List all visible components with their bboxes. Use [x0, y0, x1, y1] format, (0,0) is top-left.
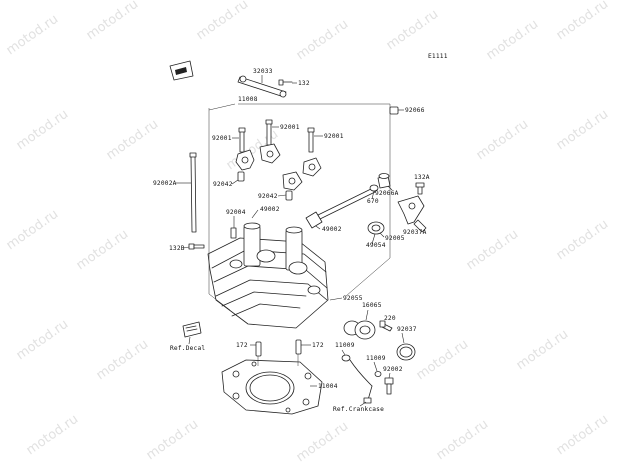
watermark-text: motod.ru [474, 117, 531, 163]
watermark-text: motod.ru [94, 337, 151, 383]
label-670: 670 [367, 198, 379, 205]
label-49054: 49054 [366, 242, 386, 249]
watermark-text: motod.ru [4, 12, 61, 58]
label-11009-b: 11009 [366, 355, 386, 362]
watermark-text: motod.ru [14, 317, 71, 363]
part-132b-bolt [188, 243, 205, 250]
label-92037: 92037 [397, 326, 417, 333]
label-11009-a: 11009 [335, 342, 355, 349]
label-132-top: 132 [298, 80, 310, 87]
watermark-text: motod.ru [294, 419, 351, 465]
watermark-text: motod.ru [514, 327, 571, 373]
label-92001-a: 92001 [212, 135, 232, 142]
label-172-a: 172 [236, 342, 248, 349]
label-92066: 92066 [405, 107, 425, 114]
part-92001-bolts [238, 119, 315, 153]
watermark-text: motod.ru [484, 17, 541, 63]
label-11008: 11008 [238, 96, 258, 103]
part-172-dowels [255, 339, 302, 357]
part-92002a-stud [189, 152, 197, 233]
label-132b: 132B [169, 245, 185, 252]
part-132-bolt [278, 79, 293, 86]
label-32033: 32033 [253, 68, 273, 75]
watermark-text: motod.ru [294, 17, 351, 63]
watermark-text: motod.ru [554, 217, 611, 263]
part-rocker-arms [235, 143, 322, 191]
label-132a: 132A [414, 174, 430, 181]
label-11004: 11004 [318, 383, 338, 390]
part-92037-clamp [396, 343, 416, 361]
part-11004-gasket [221, 359, 323, 415]
watermark-text: motod.ru [104, 117, 161, 163]
label-172-b: 172 [312, 342, 324, 349]
watermark-text: motod.ru [144, 417, 201, 463]
part-92037a-bracket [397, 195, 427, 233]
label-92005: 92005 [385, 235, 405, 242]
label-ref-decal: Ref.Decal [170, 345, 205, 352]
part-92042-shafts [237, 171, 293, 201]
label-49002-a: 49002 [260, 206, 280, 213]
diagram-code: E1111 [428, 53, 448, 60]
label-92042-b: 92042 [258, 193, 278, 200]
watermark-text: motod.ru [434, 417, 491, 463]
watermark-text: motod.ru [4, 207, 61, 253]
part-pushrod [305, 187, 376, 229]
front-direction-icon [169, 60, 194, 81]
label-92002a: 92002A [153, 180, 177, 187]
label-220: 220 [384, 315, 396, 322]
watermark-text: motod.ru [194, 0, 251, 43]
watermark-text: motod.ru [414, 337, 471, 383]
part-49054-cap [367, 221, 385, 235]
label-92042-a: 92042 [213, 181, 233, 188]
label-92055: 92055 [343, 295, 363, 302]
watermark-text: motod.ru [84, 0, 141, 43]
part-cylinder-head [207, 222, 329, 329]
watermark-text: motod.ru [554, 107, 611, 153]
watermark-text: motod.ru [24, 412, 81, 458]
label-92037a: 92037A [403, 229, 427, 236]
part-16065-holder [343, 320, 376, 340]
watermark-text: motod.ru [14, 107, 71, 153]
label-92001-b: 92001 [280, 124, 300, 131]
part-92002-bolt [384, 377, 394, 395]
part-decal [182, 321, 202, 338]
part-92066a-plug [377, 173, 391, 189]
watermark-text: motod.ru [554, 412, 611, 458]
label-92001-c: 92001 [324, 133, 344, 140]
watermark-text: motod.ru [384, 7, 441, 53]
label-92002: 92002 [383, 366, 403, 373]
part-220-bolt [379, 320, 393, 332]
part-32033-rod [237, 75, 287, 98]
part-132a-bolt [415, 182, 425, 195]
label-92004: 92004 [226, 209, 246, 216]
part-oil-pipe [349, 359, 373, 404]
label-92066a: 92066A [375, 190, 399, 197]
label-16065: 16065 [362, 302, 382, 309]
part-92066-cap [389, 106, 399, 115]
label-ref-crankcase: Ref.Crankcase [333, 406, 384, 413]
watermark-text: motod.ru [464, 227, 521, 273]
part-11009-washers [341, 354, 382, 377]
label-49002-b: 49002 [322, 226, 342, 233]
watermark-text: motod.ru [554, 0, 611, 43]
watermark-text: motod.ru [74, 227, 131, 273]
